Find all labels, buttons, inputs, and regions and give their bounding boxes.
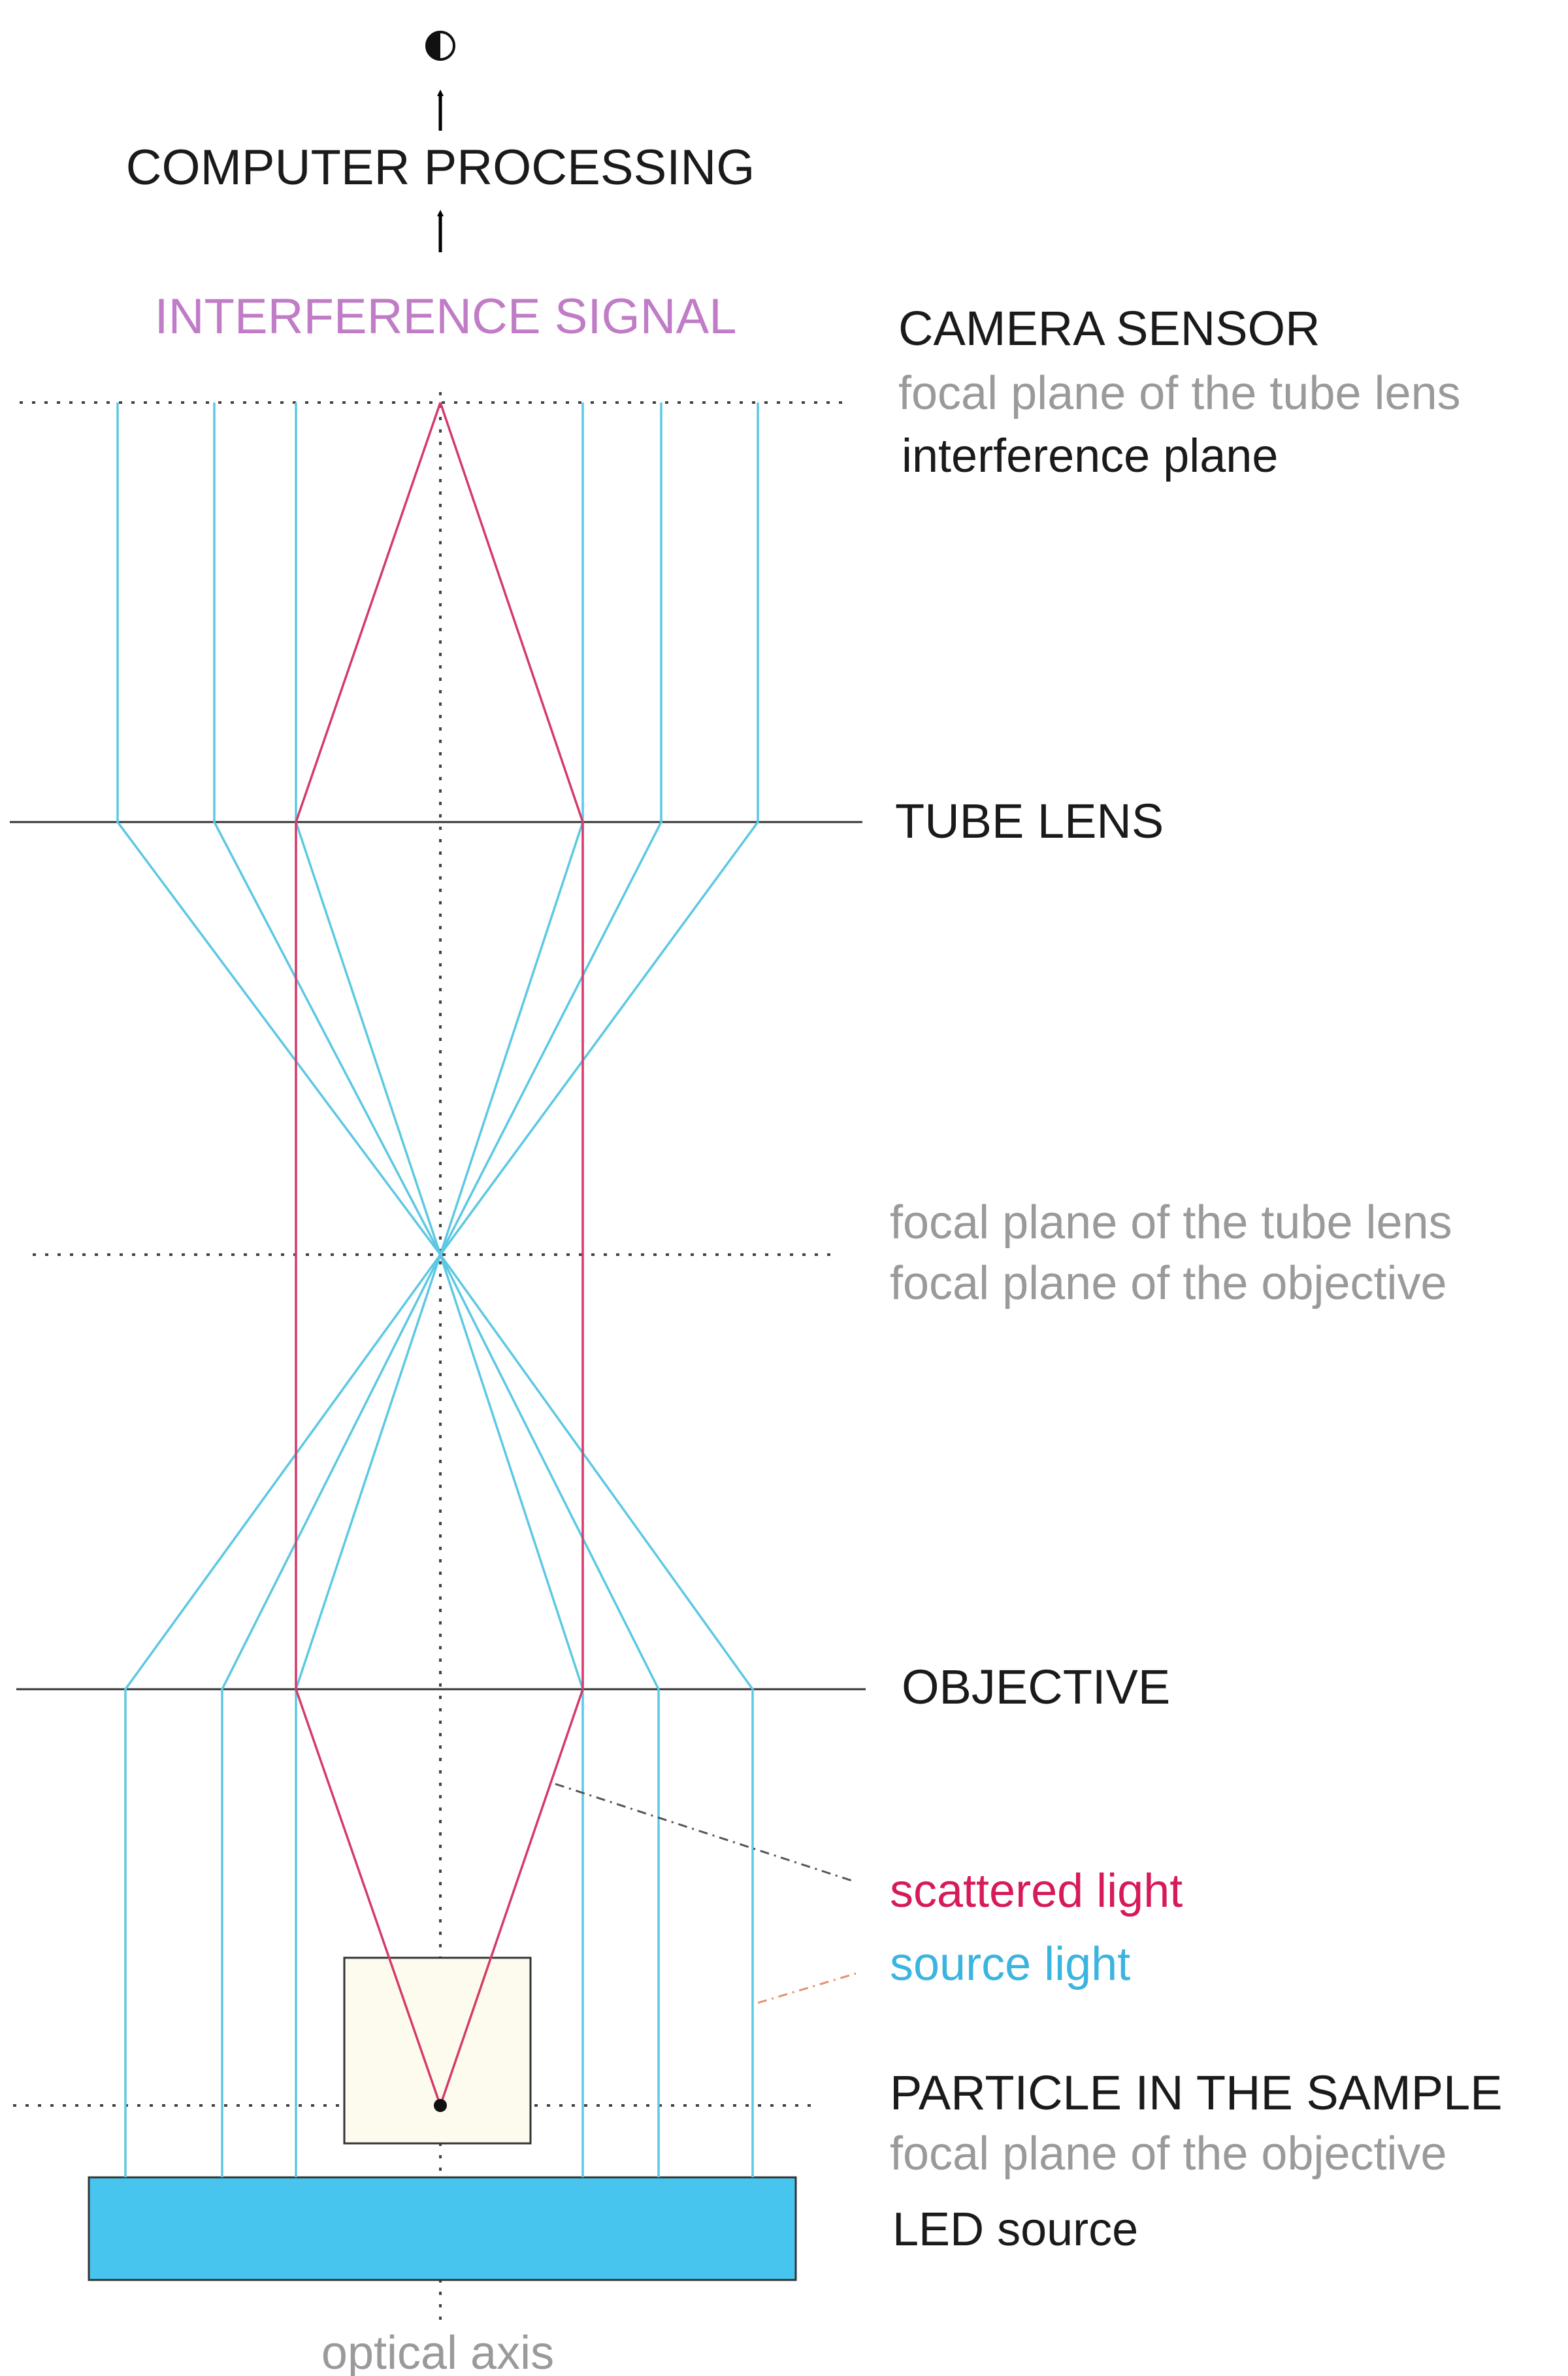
optical-axis-label: optical axis [321,2327,554,2376]
particle-in-sample-label: PARTICLE IN THE SAMPLE [890,2066,1503,2120]
led-source-label: LED source [892,2203,1138,2256]
source-light-label: source light [890,1938,1130,1990]
led-source-block [88,2176,797,2281]
focal-plane-tube-lens-label-2: focal plane of the tube lens [890,1196,1452,1249]
objective-label: OBJECTIVE [902,1660,1170,1714]
focal-plane-tube-lens-label: focal plane of the tube lens [898,367,1461,420]
scattered-light-label: scattered light [890,1865,1183,1917]
sample-box [343,1956,532,2145]
scattered-light-leader [555,1783,857,1883]
source-light-leader [757,1972,857,2004]
interference-plane-label: interference plane [902,430,1278,482]
contrast-half-circle-icon [425,31,455,61]
particle-dot [434,2099,447,2112]
computer-processing-label: COMPUTER PROCESSING [126,140,755,195]
scattered-light-rays [295,402,584,2106]
focal-plane-objective-label: focal plane of the objective [890,1257,1447,1310]
source-light-rays [116,403,759,2177]
interference-signal-label: INTERFERENCE SIGNAL [154,289,736,344]
camera-sensor-label: CAMERA SENSOR [898,301,1320,355]
focal-plane-objective-label-2: focal plane of the objective [890,2128,1447,2180]
tube-lens-label: TUBE LENS [895,794,1164,848]
